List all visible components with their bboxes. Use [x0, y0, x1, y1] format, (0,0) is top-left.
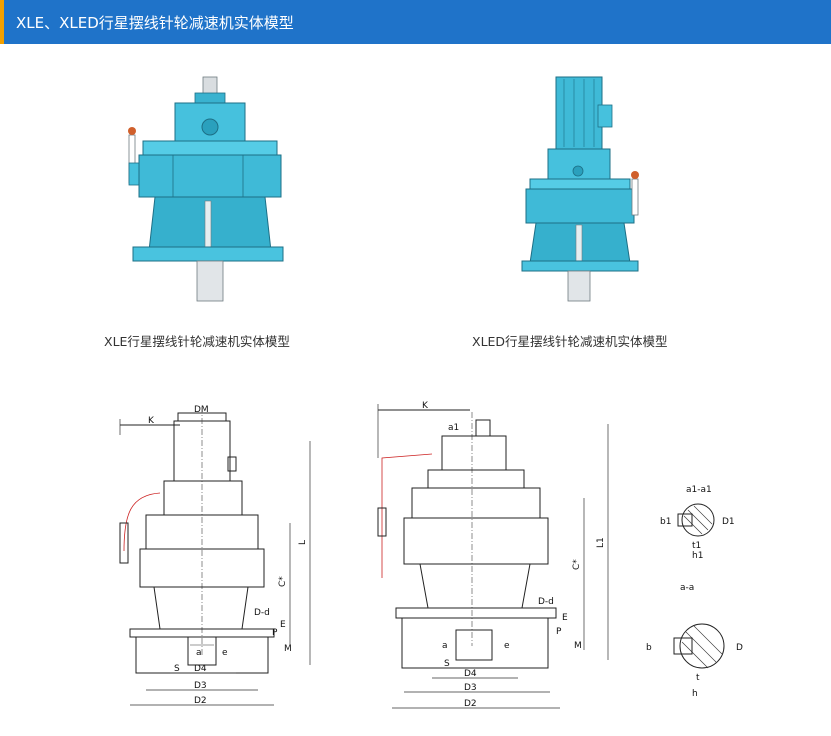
- section-header: XLE、XLED行星摆线针轮减速机实体模型: [0, 0, 831, 44]
- dim-e-small: e: [222, 648, 228, 658]
- shaft-section-drawing: a1-a1 b1 D1 t1 h1 a-a b D t h: [646, 485, 743, 699]
- section-a-title: a-a: [680, 583, 694, 593]
- dim-p-xled: P: [556, 627, 562, 637]
- dim-d: D: [736, 643, 743, 653]
- dim-b: b: [646, 643, 652, 653]
- dim-dm: DM: [194, 405, 209, 415]
- dim-d-d: D-d: [254, 608, 270, 618]
- dim-e-xled: E: [562, 613, 568, 623]
- dim-c-xled: C*: [572, 559, 582, 570]
- xled-model-caption: XLED行星摆线针轮减速机实体模型: [472, 334, 668, 349]
- xled-dimension-drawing: K a1 L1 C* D-d E P M a e S D4 D3 D2: [377, 401, 609, 709]
- dim-d4-xled: D4: [464, 669, 477, 679]
- dim-m-xled: M: [574, 641, 582, 651]
- dim-l: L: [298, 540, 308, 545]
- dim-m: M: [284, 644, 292, 654]
- dim-t1: t1: [692, 541, 701, 551]
- dim-k-xled: K: [422, 401, 429, 411]
- dim-d2: D2: [194, 696, 207, 706]
- dim-d4: D4: [194, 664, 207, 674]
- dim-p: P: [272, 628, 278, 638]
- dim-d3: D3: [194, 681, 207, 691]
- dim-k: K: [148, 416, 155, 426]
- dim-d1: D1: [722, 517, 735, 527]
- dim-d-d-xled: D-d: [538, 597, 554, 607]
- xled-reducer-model-image: [521, 76, 639, 302]
- dim-t: t: [696, 673, 700, 683]
- dim-d3-xled: D3: [464, 683, 477, 693]
- dim-h: h: [692, 689, 698, 699]
- xle-dimension-drawing: K DM L C* D-d E P M a e S D4 D3 D2: [119, 405, 311, 706]
- section-title: XLE、XLED行星摆线针轮减速机实体模型: [16, 14, 294, 32]
- dim-c: C*: [278, 576, 288, 587]
- xle-model-caption: XLE行星摆线针轮减速机实体模型: [104, 334, 290, 349]
- dim-s: S: [174, 664, 180, 674]
- dim-a: a: [196, 648, 202, 658]
- dim-e: E: [280, 620, 286, 630]
- dim-e-small-xled: e: [504, 641, 510, 651]
- dim-b1: b1: [660, 517, 671, 527]
- dim-a-xled: a: [442, 641, 448, 651]
- xle-reducer-model-image: [128, 76, 284, 302]
- dim-h1: h1: [692, 551, 703, 561]
- dim-l1: L1: [596, 537, 606, 548]
- dim-a1: a1: [448, 423, 459, 433]
- dim-d2-xled: D2: [464, 699, 477, 709]
- section-a1-title: a1-a1: [686, 485, 712, 495]
- dim-s-xled: S: [444, 659, 450, 669]
